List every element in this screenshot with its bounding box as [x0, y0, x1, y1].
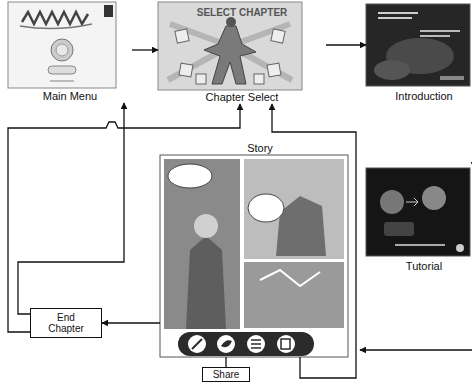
- flow-arrow: [102, 322, 160, 323]
- lock-tile: [196, 74, 206, 84]
- node-label: Main Menu: [8, 88, 132, 103]
- character-body: [186, 236, 226, 329]
- screen-area: [8, 2, 132, 88]
- speech-bubble: [248, 194, 284, 222]
- tutorial-screen: [366, 168, 470, 256]
- logo-strip: [440, 76, 464, 80]
- tutorial-hand: [384, 222, 414, 236]
- node-label: End Chapter: [48, 312, 84, 334]
- flow-arrow: [18, 103, 124, 314]
- menu-button: [48, 66, 76, 74]
- speech-bubble: [168, 164, 212, 188]
- node-label: Chapter Select: [158, 89, 326, 104]
- share-box: Share: [202, 367, 250, 382]
- story-line: [420, 30, 460, 32]
- node-label: Introduction: [366, 88, 472, 103]
- story-line: [420, 35, 450, 37]
- screen-area: [158, 19, 326, 89]
- exit-icon: [277, 335, 295, 353]
- story-line: [378, 12, 418, 14]
- flow-arrow: [360, 273, 472, 350]
- hint-line: [395, 244, 445, 246]
- introduction-node: Introduction: [366, 4, 472, 103]
- list-icon: [247, 335, 265, 353]
- story-screen: [160, 155, 348, 357]
- flow-arrow: [225, 357, 226, 367]
- hero-figure: [204, 26, 256, 84]
- play-button-core: [56, 44, 68, 56]
- landscape: [374, 60, 410, 80]
- lock-tile: [175, 29, 189, 43]
- hero-head: [226, 17, 236, 27]
- next-button: [456, 244, 464, 252]
- comic-panel: [244, 262, 344, 328]
- screen-frame: [8, 2, 116, 88]
- screen-frame: [366, 168, 470, 256]
- sound-icon: [104, 5, 113, 17]
- end-chapter-box: End Chapter: [30, 308, 102, 338]
- chapter-select-node: SELECT CHAPTER Chapter Select: [158, 2, 326, 104]
- bird-mark: [221, 340, 232, 347]
- game-logo: [22, 12, 88, 24]
- tutorial-arrow: [406, 198, 418, 206]
- node-label: Story: [160, 140, 360, 155]
- screen-area: [366, 4, 472, 88]
- flow-arrow: [8, 104, 240, 332]
- flow-arrow: [326, 44, 366, 45]
- flow-arrow: [132, 49, 158, 50]
- lock-tile: [179, 63, 193, 77]
- logo-swoosh: [20, 24, 92, 29]
- mute-mark: [192, 339, 202, 349]
- screen-area: [160, 155, 360, 357]
- tutorial-bubble: [380, 190, 404, 214]
- screen-frame: [160, 155, 348, 357]
- lock-tile: [267, 63, 281, 77]
- node-label: Tutorial: [366, 258, 472, 273]
- tutorial-node: Tutorial: [366, 168, 472, 273]
- node-label: Share: [209, 369, 243, 380]
- list-mark: [251, 340, 261, 348]
- play-button: [51, 39, 73, 61]
- screen-title: SELECT CHAPTER: [158, 2, 326, 19]
- tutorial-bubble: [422, 186, 446, 210]
- lock-tile: [271, 29, 285, 43]
- flow-arrow: [272, 104, 356, 378]
- lightning: [260, 270, 320, 286]
- twitter-icon: [217, 335, 235, 353]
- screen-area: [366, 168, 472, 258]
- exit-mark: [281, 339, 290, 349]
- character-head: [194, 214, 218, 238]
- story-line: [378, 17, 412, 19]
- comic-panel: [164, 159, 240, 329]
- main-menu-screen: [8, 2, 116, 88]
- main-menu-node: Main Menu: [8, 2, 132, 103]
- lock-tile: [254, 74, 264, 84]
- introduction-screen: [366, 4, 470, 86]
- sound-icon: [188, 335, 206, 353]
- icon-bar: [178, 332, 314, 356]
- story-node: Story: [160, 140, 360, 357]
- comic-panel: [244, 159, 344, 259]
- footer-line: [50, 80, 74, 82]
- screen-frame: [366, 4, 470, 86]
